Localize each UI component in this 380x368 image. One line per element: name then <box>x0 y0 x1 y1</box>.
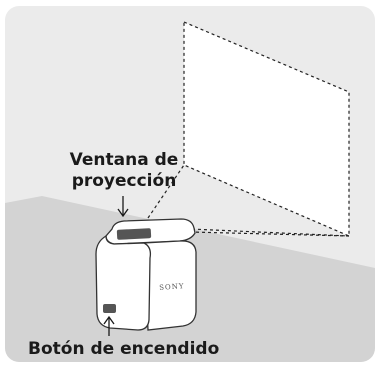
brand-logo: SONY <box>159 282 185 292</box>
projected-screen <box>183 21 350 237</box>
projection-window <box>116 228 152 240</box>
projection-beam-line <box>147 164 185 219</box>
power-button <box>103 304 116 313</box>
projection-beam-line <box>167 227 350 237</box>
power-button-label: Botón de encendido <box>28 339 220 359</box>
projection-window-label-line2: proyección <box>71 171 177 191</box>
projection-window-label-line1: Ventana de <box>69 150 179 170</box>
projector-side-face <box>143 240 197 331</box>
power-callout-arrow <box>103 315 115 336</box>
projector-front-face <box>95 234 152 331</box>
projector-device: SONY <box>95 218 197 331</box>
projection-beam-line <box>189 231 350 237</box>
window-callout-arrow <box>117 196 129 218</box>
projection-window-label: Ventana de proyección <box>44 150 204 192</box>
